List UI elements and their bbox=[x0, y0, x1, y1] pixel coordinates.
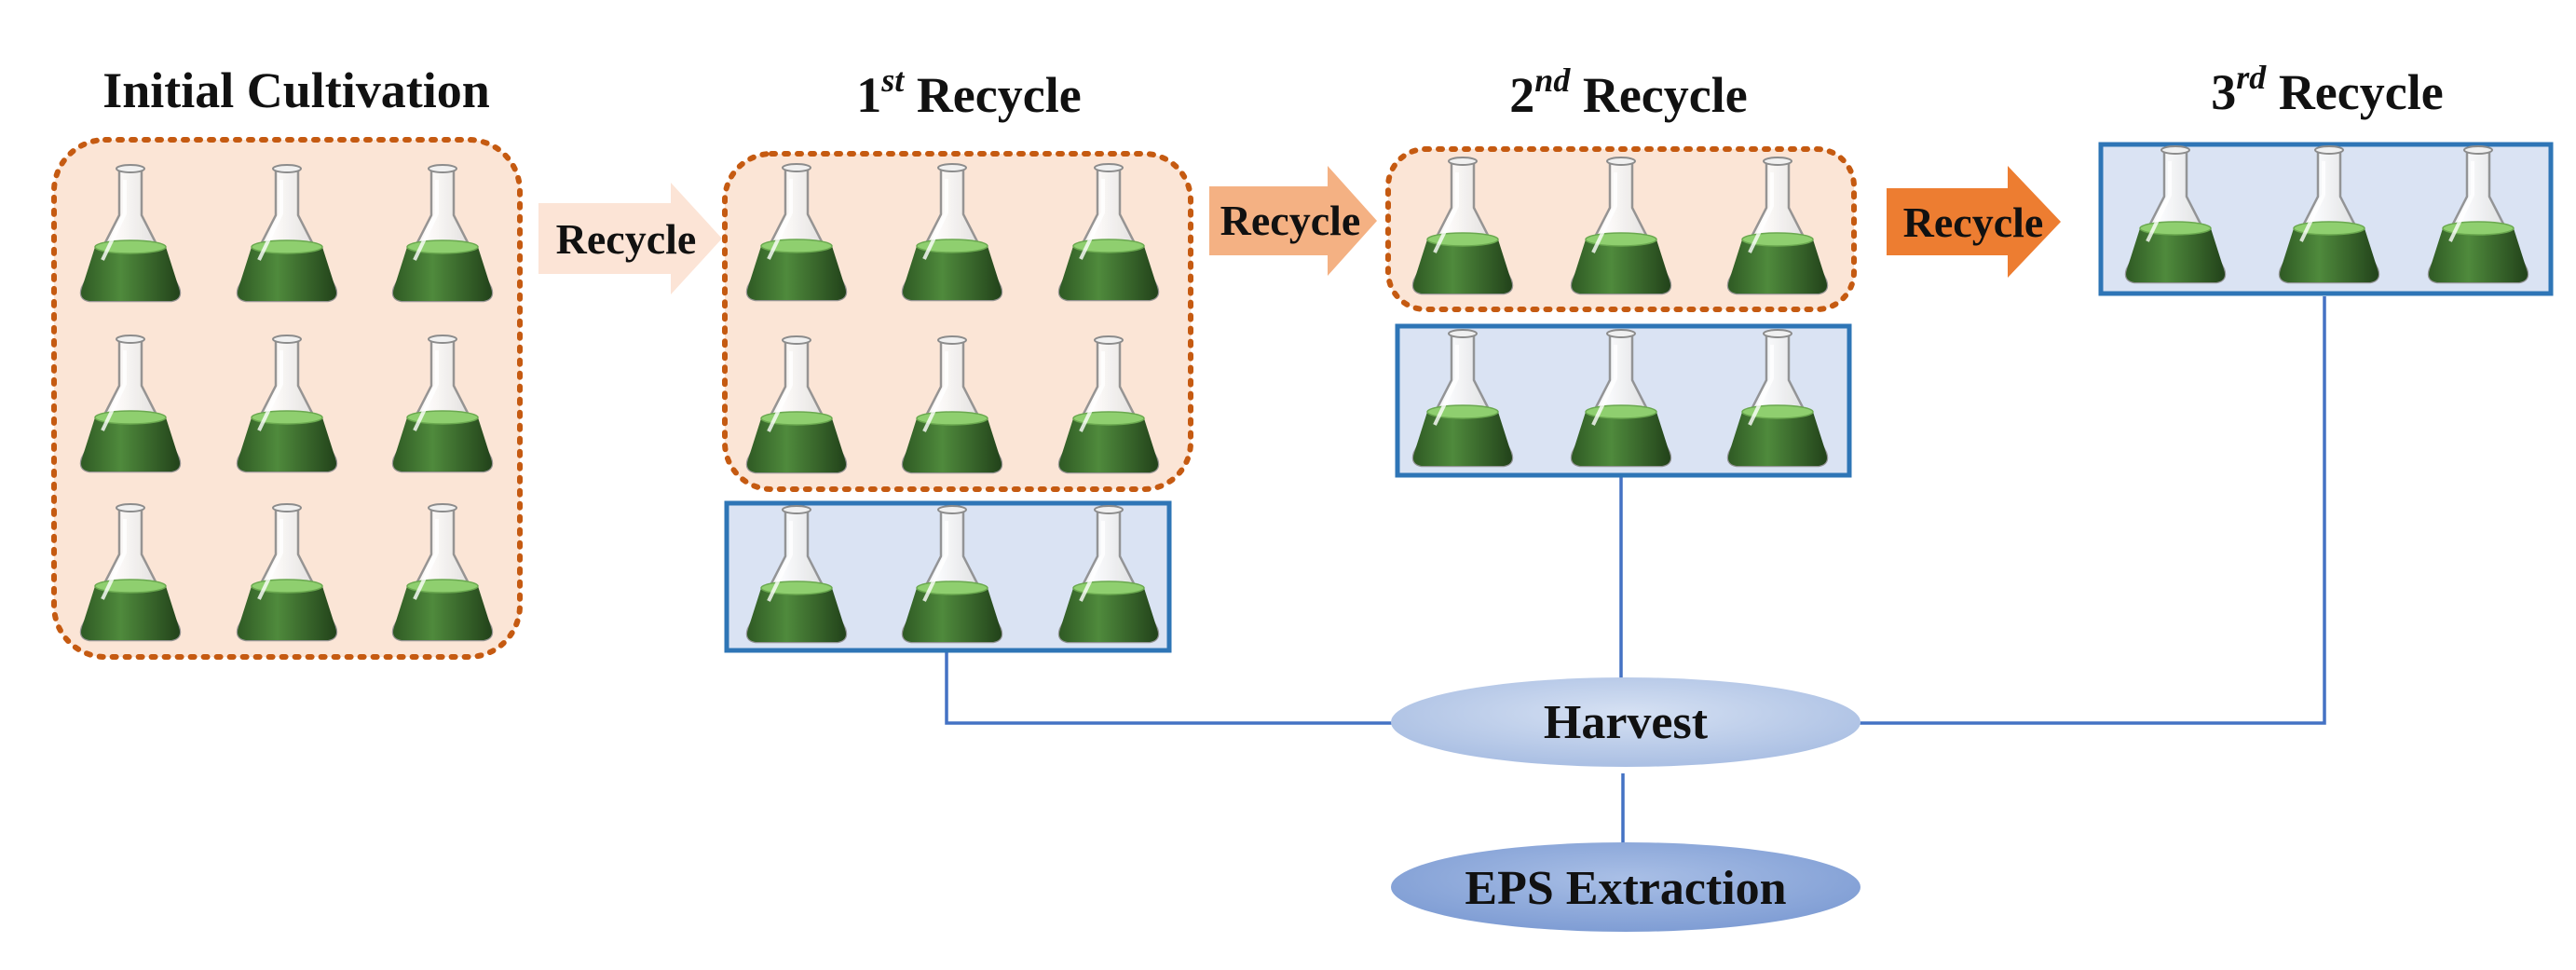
title-first-recycle-label: Recycle bbox=[904, 67, 1081, 123]
connector-third-recycle bbox=[1859, 296, 2326, 725]
title-second-recycle-number: 2 bbox=[1509, 67, 1534, 123]
harvest-ellipse bbox=[1391, 677, 1860, 767]
first-recycle-group bbox=[722, 151, 1193, 492]
recycle-arrow-3: Recycle bbox=[1887, 166, 2061, 278]
eps-extraction-label: EPS Extraction bbox=[1465, 862, 1786, 915]
title-first-recycle: 1st Recycle bbox=[856, 61, 1081, 123]
connector-first-recycle bbox=[945, 650, 1397, 725]
eps-extraction-ellipse bbox=[1391, 842, 1860, 932]
title-third-recycle-number: 3 bbox=[2211, 64, 2236, 120]
third-recycle-flasks bbox=[2124, 144, 2529, 284]
recycle-arrow-2: Recycle bbox=[1209, 166, 1377, 276]
eps-extraction-node: EPS Extraction bbox=[1391, 842, 1860, 932]
title-second-recycle-superscript: nd bbox=[1534, 61, 1571, 99]
recycle-arrow-1-label: Recycle bbox=[556, 215, 697, 263]
recycle-arrow-3-label: Recycle bbox=[1903, 198, 2044, 246]
harvest-label: Harvest bbox=[1544, 696, 1709, 749]
title-first-recycle-number: 1 bbox=[856, 67, 881, 123]
title-first-recycle-superscript: st bbox=[880, 61, 905, 99]
title-third-recycle-label: Recycle bbox=[2266, 64, 2443, 120]
recycle-arrow-2-label: Recycle bbox=[1220, 197, 1361, 244]
title-third-recycle-superscript: rd bbox=[2236, 59, 2267, 96]
initial-cultivation-flasks bbox=[79, 163, 494, 642]
recycle-arrow-1: Recycle bbox=[538, 183, 722, 294]
title-third-recycle: 3rd Recycle bbox=[2211, 59, 2443, 120]
recycle-arrow-2-shape bbox=[1209, 166, 1377, 276]
title-initial-cultivation: Initial Cultivation bbox=[102, 62, 490, 118]
recycle-arrow-3-shape bbox=[1887, 166, 2061, 278]
recycle-arrow-1-shape bbox=[538, 183, 722, 294]
harvest-connectors bbox=[945, 296, 2326, 843]
first-recycle-harvest-flasks bbox=[745, 504, 1160, 644]
harvest-node: Harvest bbox=[1391, 677, 1860, 767]
title-second-recycle-label: Recycle bbox=[1570, 67, 1747, 123]
title-second-recycle: 2nd Recycle bbox=[1509, 61, 1747, 123]
